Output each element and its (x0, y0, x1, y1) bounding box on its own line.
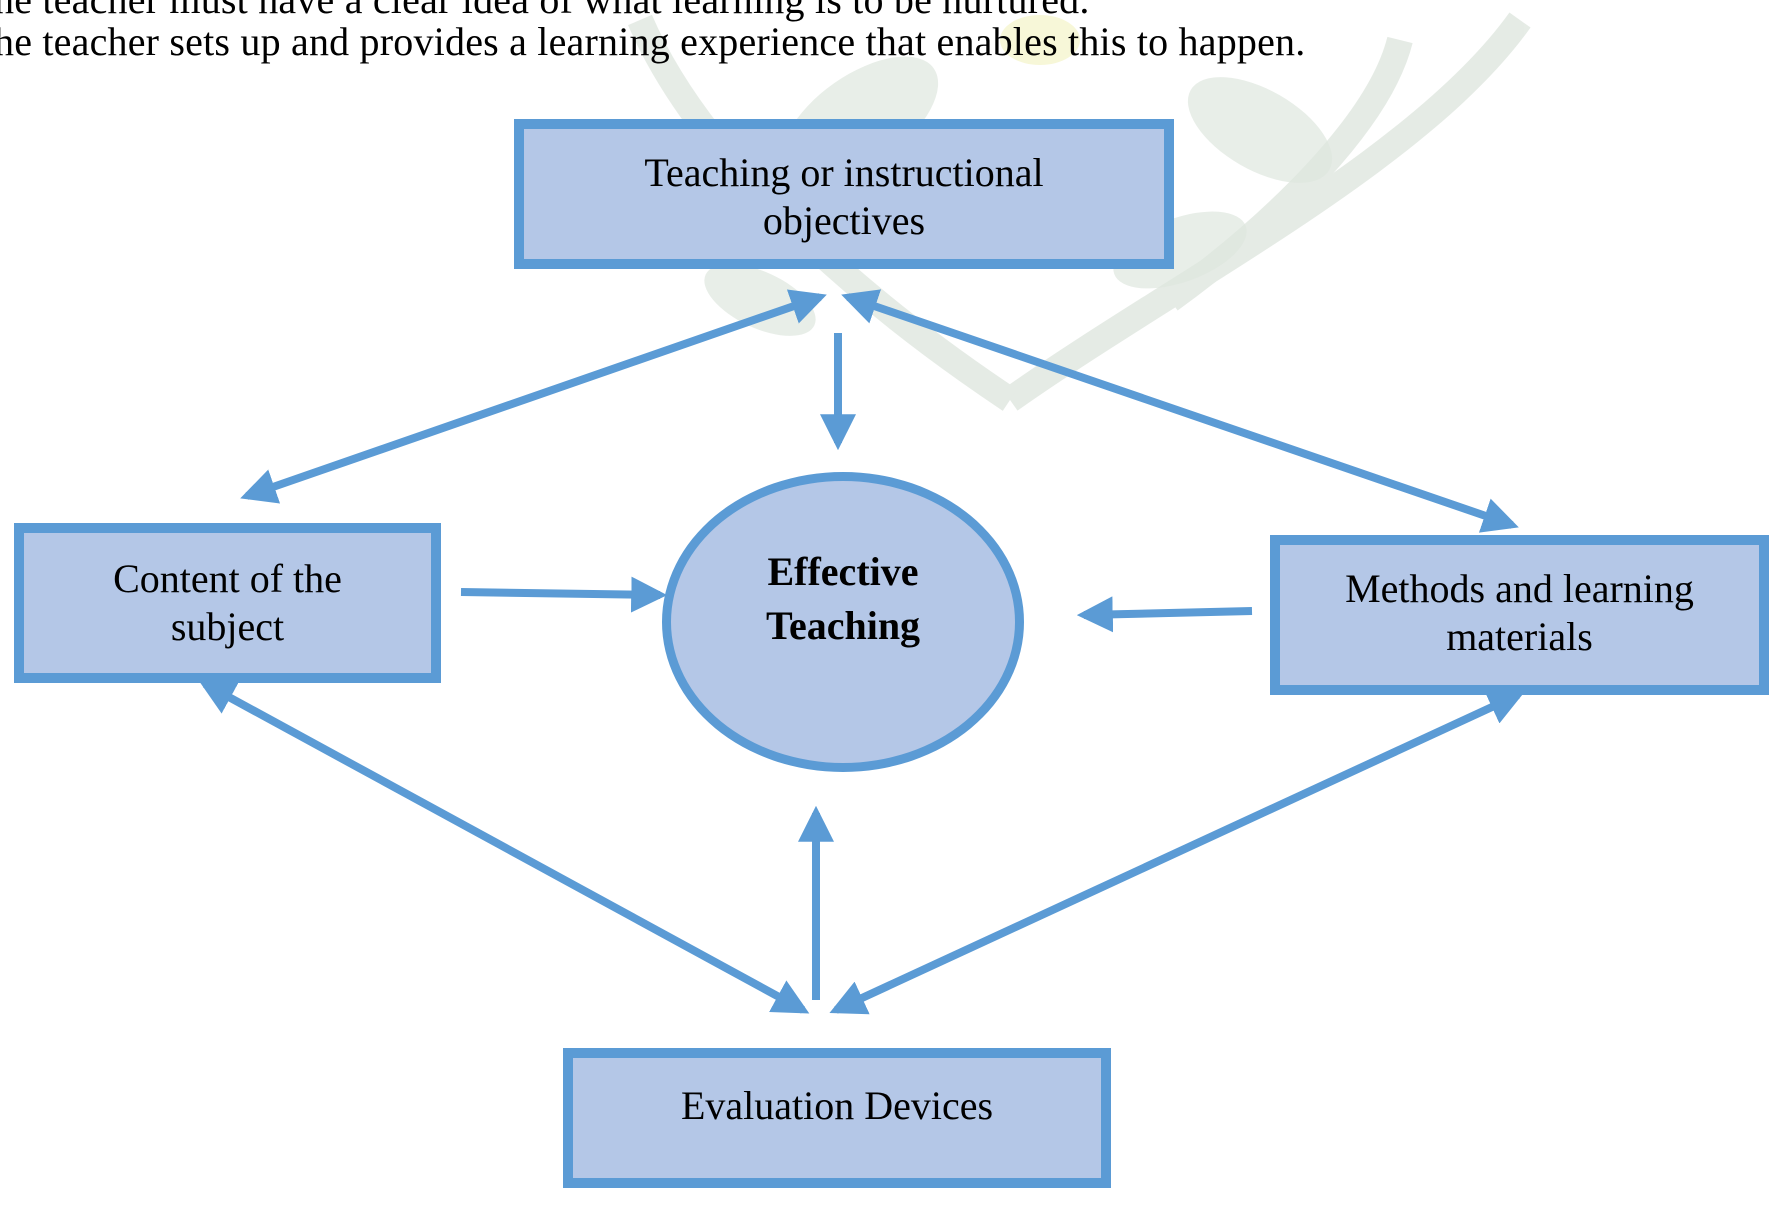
objectives-box: Teaching or instructional objectives (514, 119, 1174, 269)
methods-label-line-2: materials (1446, 614, 1593, 659)
center-label-line-2: Teaching (765, 603, 921, 648)
evaluation-box: Evaluation Devices (563, 1048, 1111, 1188)
arrow-methods-evaluation (829, 690, 1525, 1015)
effective-teaching-ellipse: Effective Teaching (662, 472, 1024, 772)
objectives-label-line-1: Teaching or instructional (644, 150, 1044, 195)
arrow-objectives-content (240, 289, 827, 504)
arrow-content-center (460, 576, 668, 613)
arrow-content-evaluation (198, 680, 810, 1014)
methods-label-line-1: Methods and learning (1345, 566, 1694, 611)
content-box: Content of the subject (14, 523, 441, 683)
objectives-label-line-2: objectives (762, 198, 926, 243)
body-text-line-1: he teacher must have a clear idea of wha… (0, 0, 1090, 22)
content-label-line-1: Content of the (113, 556, 342, 601)
methods-box: Methods and learning materials (1270, 535, 1769, 695)
center-label-line-1: Effective (767, 549, 919, 594)
arrow-objectives-methods (841, 289, 1519, 533)
content-label-line-2: subject (170, 604, 285, 649)
evaluation-label: Evaluation Devices (680, 1083, 994, 1128)
arrow-methods-center (1076, 596, 1253, 633)
body-text-line-2: he teacher sets up and provides a learni… (0, 19, 1306, 64)
